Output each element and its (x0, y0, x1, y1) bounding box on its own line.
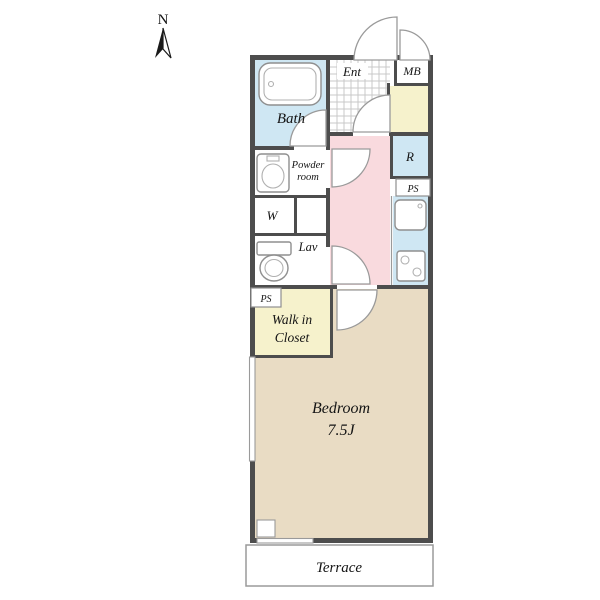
powder-sink-icon (256, 153, 290, 193)
compass-arrow-dark-icon (155, 28, 163, 58)
ent-label-bg (337, 63, 368, 79)
terrace-area (245, 544, 434, 587)
toilet-icon (256, 241, 292, 282)
refrigerator-label: R (405, 149, 414, 164)
ps-left-box (250, 287, 282, 308)
powder-room-label-line1: Powder (291, 160, 326, 171)
walk-in-closet-label-line1: Walk in (272, 312, 313, 327)
ps-left-label: PS (259, 294, 271, 305)
entry-inner-door-arc (352, 94, 391, 133)
bedroom-label-line2: 7.5J (327, 422, 355, 439)
washer-label: W (267, 208, 279, 223)
compass-arrow-light-icon (162, 27, 172, 59)
terrace-window (256, 537, 314, 544)
entrance-door-arc (353, 16, 398, 61)
lav-door-arc (331, 245, 371, 285)
ps-right-box (395, 178, 431, 197)
bath-door-arc (289, 109, 327, 147)
mb-label: MB (402, 64, 421, 78)
mb-door-arc (399, 29, 431, 61)
refrigerator-area (393, 136, 428, 176)
lav-label: Lav (298, 240, 318, 254)
powder-room-label-line2: room (297, 172, 319, 183)
bedroom-side-window (248, 356, 256, 462)
entry-closet-area (390, 86, 428, 132)
kitchen-sink-icon (394, 199, 427, 231)
stove-icon (396, 250, 426, 282)
bedroom-pillar (256, 519, 276, 538)
bedroom-label-line1: Bedroom (312, 400, 370, 417)
compass-n-label: N (158, 12, 169, 28)
terrace-label: Terrace (316, 560, 362, 576)
bathtub-icon (258, 62, 322, 106)
walk-in-closet-label-line2: Closet (275, 330, 311, 345)
ps-right-label: PS (406, 184, 418, 195)
ent-label: Ent (342, 64, 361, 79)
compass: N (155, 12, 172, 59)
bath-label: Bath (277, 111, 305, 127)
bedroom-door-arc (336, 289, 378, 331)
powder-door-arc (331, 148, 371, 188)
